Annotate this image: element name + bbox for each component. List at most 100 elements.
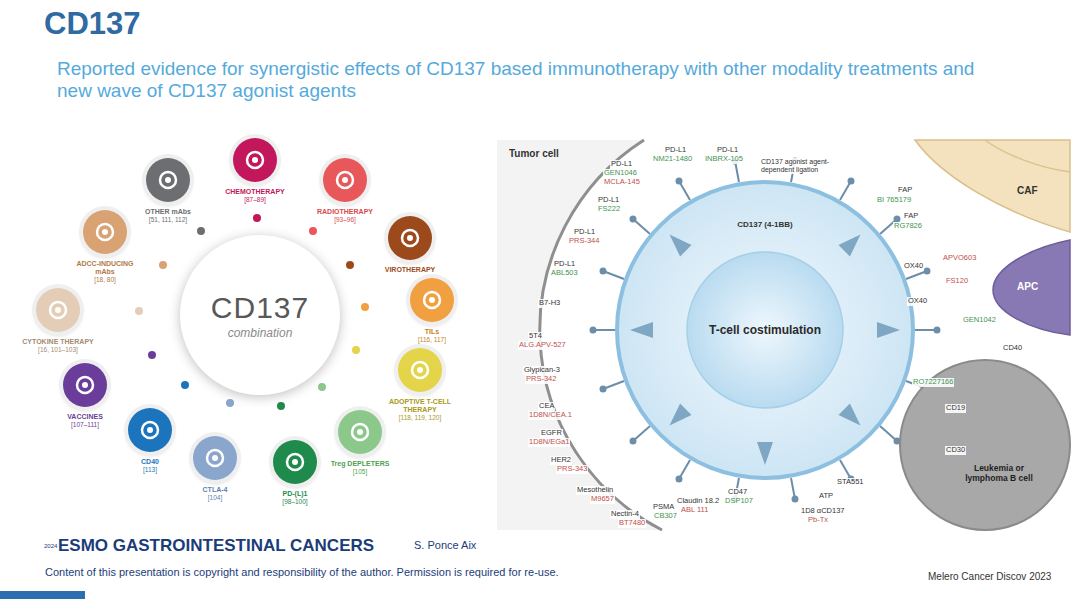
shape-outline: [128, 408, 172, 452]
reference-numbers: [113]: [112, 466, 188, 473]
cell-name: Leukemia or lymphoma B cell: [953, 463, 1045, 483]
target-label: ABL503: [550, 269, 579, 278]
target-label: BT7480: [618, 519, 646, 528]
shape-outline: [146, 158, 190, 202]
combination-item: Treg DEPLETERS[105]: [322, 410, 398, 476]
reference-numbers: [18, 80]: [67, 276, 143, 283]
target-label: CD137 agonist agent-dependent ligation: [760, 158, 852, 174]
target-label: CD19: [945, 404, 966, 413]
cell-name: CAF: [1017, 185, 1038, 196]
shape-outline: [323, 158, 367, 202]
cell-name: Tumor cell: [509, 148, 559, 159]
shape-outline: [273, 440, 317, 484]
shape-outline: [905, 140, 1070, 240]
target-label: 1D8N/EGa1: [528, 438, 570, 447]
shape-outline: [338, 410, 382, 454]
reference-numbers: [104]: [177, 494, 253, 501]
footer-text: S. Ponce Aix: [414, 539, 476, 552]
target-label: Mesothelin: [576, 486, 614, 495]
item-name: CYTOKINE THERAPY: [20, 338, 96, 346]
footer-text: 2024: [44, 543, 57, 550]
target-label: FAP: [903, 212, 919, 221]
center-title: CD137: [211, 291, 309, 324]
target-label: NM21-1480: [652, 155, 693, 164]
costimulation-core: T-cell costimulation: [685, 250, 845, 410]
reference-numbers: [118, 119, 120]: [382, 414, 458, 421]
target-label: OX40: [907, 297, 928, 306]
target-label: B7-H3: [538, 299, 561, 308]
target-label: Glypican-3: [523, 366, 561, 375]
icon-circle: [233, 138, 277, 182]
target-label: 5T4: [528, 332, 543, 341]
apc-cell: APC: [985, 240, 1070, 335]
combination-item: ADOPTIVE T-CELL THERAPY[118, 119, 120]: [382, 348, 458, 422]
icon-circle: [83, 210, 127, 254]
target-label: CD40: [1002, 344, 1023, 353]
shape-outline: [63, 363, 107, 407]
item-name: CD40: [112, 458, 188, 466]
item-name: Treg DEPLETERS: [322, 460, 398, 468]
item-name: VACCINES: [47, 413, 123, 421]
combination-item: ADCC-INDUCING mAbs[18, 80]: [67, 210, 143, 284]
reference-numbers: [116, 117]: [394, 336, 470, 343]
target-label: EGFR: [540, 429, 563, 438]
target-label: ABL 111: [680, 506, 709, 515]
shape-outline: [83, 210, 127, 254]
target-label: CD47: [727, 488, 748, 497]
target-label: PD-L1: [610, 160, 633, 169]
shape-outline: [410, 278, 454, 322]
core-label: T-cell costimulation: [705, 323, 825, 337]
combination-item: CTLA-4[104]: [177, 436, 253, 502]
target-label: FAP: [897, 186, 913, 195]
combination-item: CD40[113]: [112, 408, 188, 474]
item-name: RADIOTHERAPY: [307, 208, 383, 216]
icon-circle: [398, 348, 442, 392]
shape-outline: [193, 436, 237, 480]
target-label: CD30: [945, 446, 966, 455]
target-label: RO7227166: [912, 378, 954, 387]
center-subtitle: combination: [228, 326, 293, 340]
footer-bar: [0, 591, 85, 599]
icon-circle: [410, 278, 454, 322]
target-label: PD-L1: [716, 146, 739, 155]
combination-item: CHEMOTHERAPY[87–89]: [217, 138, 293, 204]
combination-item: OTHER mAbs[51, 111, 112]: [130, 158, 206, 224]
target-label: Pb-Tx: [807, 516, 829, 525]
item-name: CHEMOTHERAPY: [217, 188, 293, 196]
cell-name: APC: [1017, 281, 1038, 292]
footer-text: Melero Cancer Discov 2023: [928, 571, 1051, 583]
slide-subtitle: Reported evidence for synergistic effect…: [57, 58, 997, 102]
icon-circle: [273, 440, 317, 484]
item-name: TILs: [394, 328, 470, 336]
combination-item: TILs[116, 117]: [394, 278, 470, 344]
item-name: ADOPTIVE T-CELL THERAPY: [382, 398, 458, 414]
combination-item: VIROTHERAPY: [372, 216, 448, 274]
target-label: HER2: [550, 456, 572, 465]
target-label: INBRX-105: [704, 155, 744, 164]
target-label: OX40: [903, 262, 924, 271]
reference-numbers: [51, 111, 112]: [130, 216, 206, 223]
icon-circle: [338, 410, 382, 454]
target-label: PRS-342: [525, 375, 557, 384]
item-name: ADCC-INDUCING mAbs: [67, 260, 143, 276]
reference-numbers: [98–100]: [257, 498, 333, 505]
target-label: APVO603: [942, 254, 977, 263]
target-label: ALG.APV-527: [518, 341, 567, 350]
wheel-dots: [134, 213, 370, 411]
footer-text: Content of this presentation is copyrigh…: [45, 566, 559, 579]
target-label: Claudin 18.2: [676, 497, 720, 506]
item-name: OTHER mAbs: [130, 208, 206, 216]
icon-circle: [388, 216, 432, 260]
combination-item: CYTOKINE THERAPY[16, 101–103]: [20, 288, 96, 354]
target-label: PRS-344: [568, 237, 600, 246]
item-name: VIROTHERAPY: [372, 266, 448, 274]
target-label: FS222: [597, 205, 621, 214]
target-label: RG7826: [893, 222, 923, 231]
shape-outline: [885, 345, 1070, 530]
reference-numbers: [107–111]: [47, 421, 123, 428]
target-label: 1D8 αCD137: [800, 507, 846, 516]
icon-circle: [63, 363, 107, 407]
target-label: MCLA-145: [603, 178, 641, 187]
target-label: PD-L1: [664, 146, 687, 155]
footer-text: ESMO GASTROINTESTINAL CANCERS: [58, 536, 374, 556]
